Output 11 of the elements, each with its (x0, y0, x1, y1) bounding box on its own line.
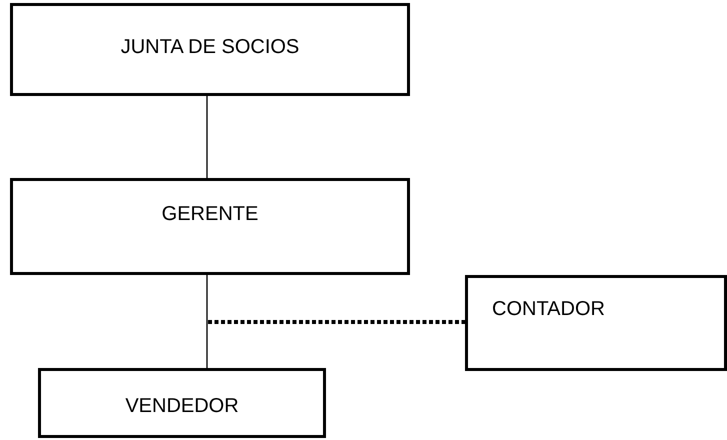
box-label: CONTADOR (492, 298, 605, 321)
connector-line (206, 96, 208, 178)
dotted-connector (208, 320, 465, 324)
org-box (38, 368, 326, 438)
box-label: GERENTE (162, 203, 258, 226)
org-box (465, 275, 727, 371)
org-box (10, 178, 410, 275)
org-box (10, 3, 410, 96)
box-label: JUNTA DE SOCIOS (120, 36, 300, 59)
connector-line (206, 275, 208, 368)
box-label: VENDEDOR (125, 395, 239, 418)
